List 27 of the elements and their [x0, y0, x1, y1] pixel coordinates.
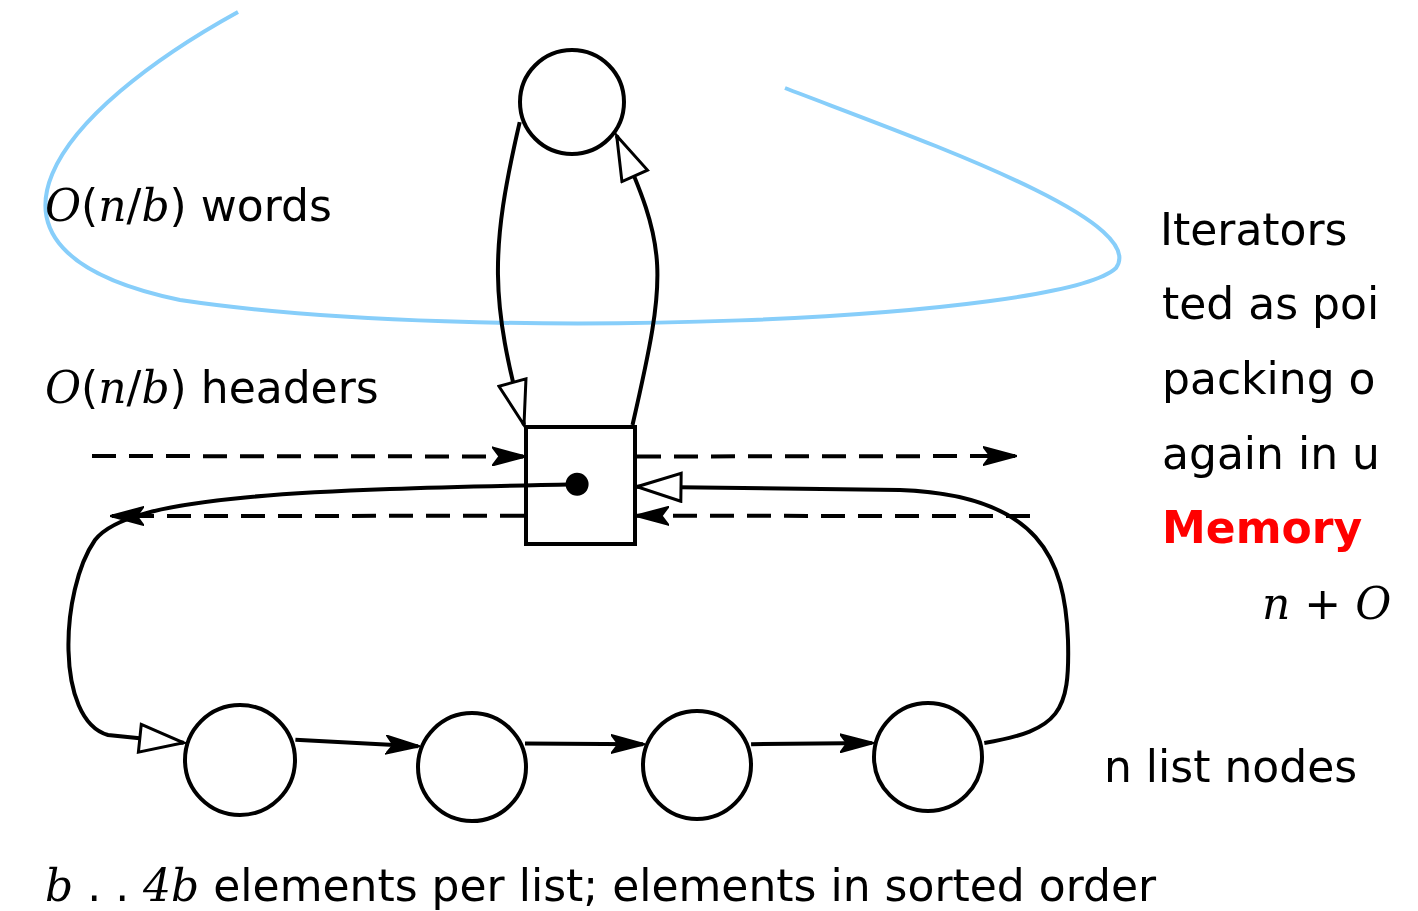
root-circle [518, 48, 626, 156]
label-text: Memory [1162, 506, 1363, 550]
arrow [496, 121, 528, 427]
arrow [66, 472, 589, 754]
arrow [751, 733, 874, 753]
arrow [525, 734, 645, 754]
label-text: n + O [1262, 582, 1392, 626]
header-box [524, 425, 637, 546]
list-node-circle [872, 701, 984, 813]
dashed-arrow [635, 506, 1030, 526]
list-node-circle [416, 711, 528, 823]
label-text: O(n/b) words [45, 184, 332, 228]
arrow [635, 471, 1071, 745]
label-text: packing o [1162, 357, 1376, 401]
label-text: O(n/b) headers [45, 366, 379, 410]
arrow [295, 735, 420, 755]
dashed-arrow [110, 506, 524, 526]
dashed-arrow [637, 446, 1017, 466]
dashed-arrow [92, 446, 526, 466]
label-text: ted as poi [1162, 282, 1380, 326]
label-text: again in u [1162, 432, 1380, 476]
caption-text: b . . 4b elements per list; elements in sorted order [45, 864, 1157, 908]
label-text: Iterators [1160, 208, 1348, 252]
arrow [614, 134, 660, 426]
label-text: n list nodes [1104, 745, 1358, 789]
list-node-circle [183, 703, 297, 817]
list-node-circle [641, 709, 753, 821]
